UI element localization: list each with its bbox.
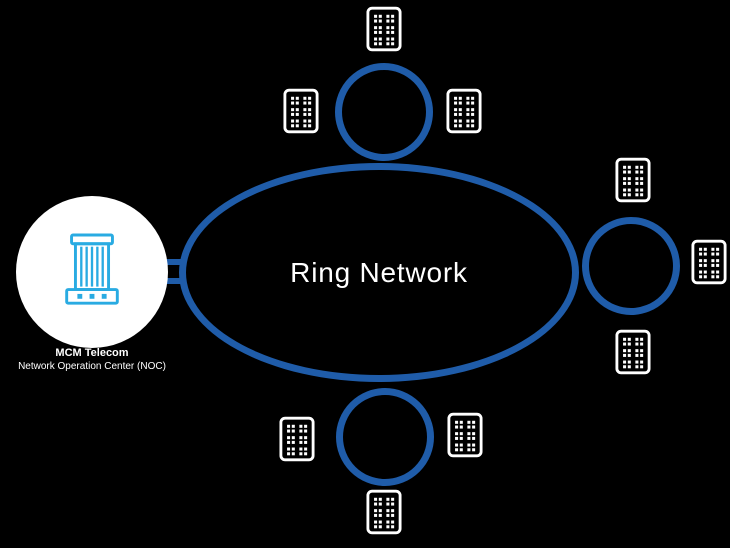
noc-ring-link-bar [151, 278, 185, 284]
building-icon [283, 88, 319, 134]
building-icon [366, 489, 402, 535]
building-icon [446, 88, 482, 134]
noc-label-line2: Network Operation Center (NOC) [18, 360, 166, 372]
noc-node [16, 196, 168, 348]
building-icon [615, 329, 651, 375]
noc-label: MCM Telecom Network Operation Center (NO… [0, 347, 190, 373]
sub-ring-bottom [336, 388, 434, 486]
sub-ring-top [335, 63, 433, 161]
ring-network-ellipse: Ring Network [179, 163, 579, 382]
ring-network-title: Ring Network [290, 256, 468, 288]
building-icon [366, 6, 402, 52]
building-icon [615, 157, 651, 203]
noc-label-line1: MCM Telecom [55, 347, 129, 359]
building-icon [279, 416, 315, 462]
building-icon [691, 239, 727, 285]
noc-ring-link-bar [151, 259, 185, 265]
office-tower-icon [55, 229, 129, 315]
building-icon [447, 412, 483, 458]
sub-ring-right [582, 217, 680, 315]
